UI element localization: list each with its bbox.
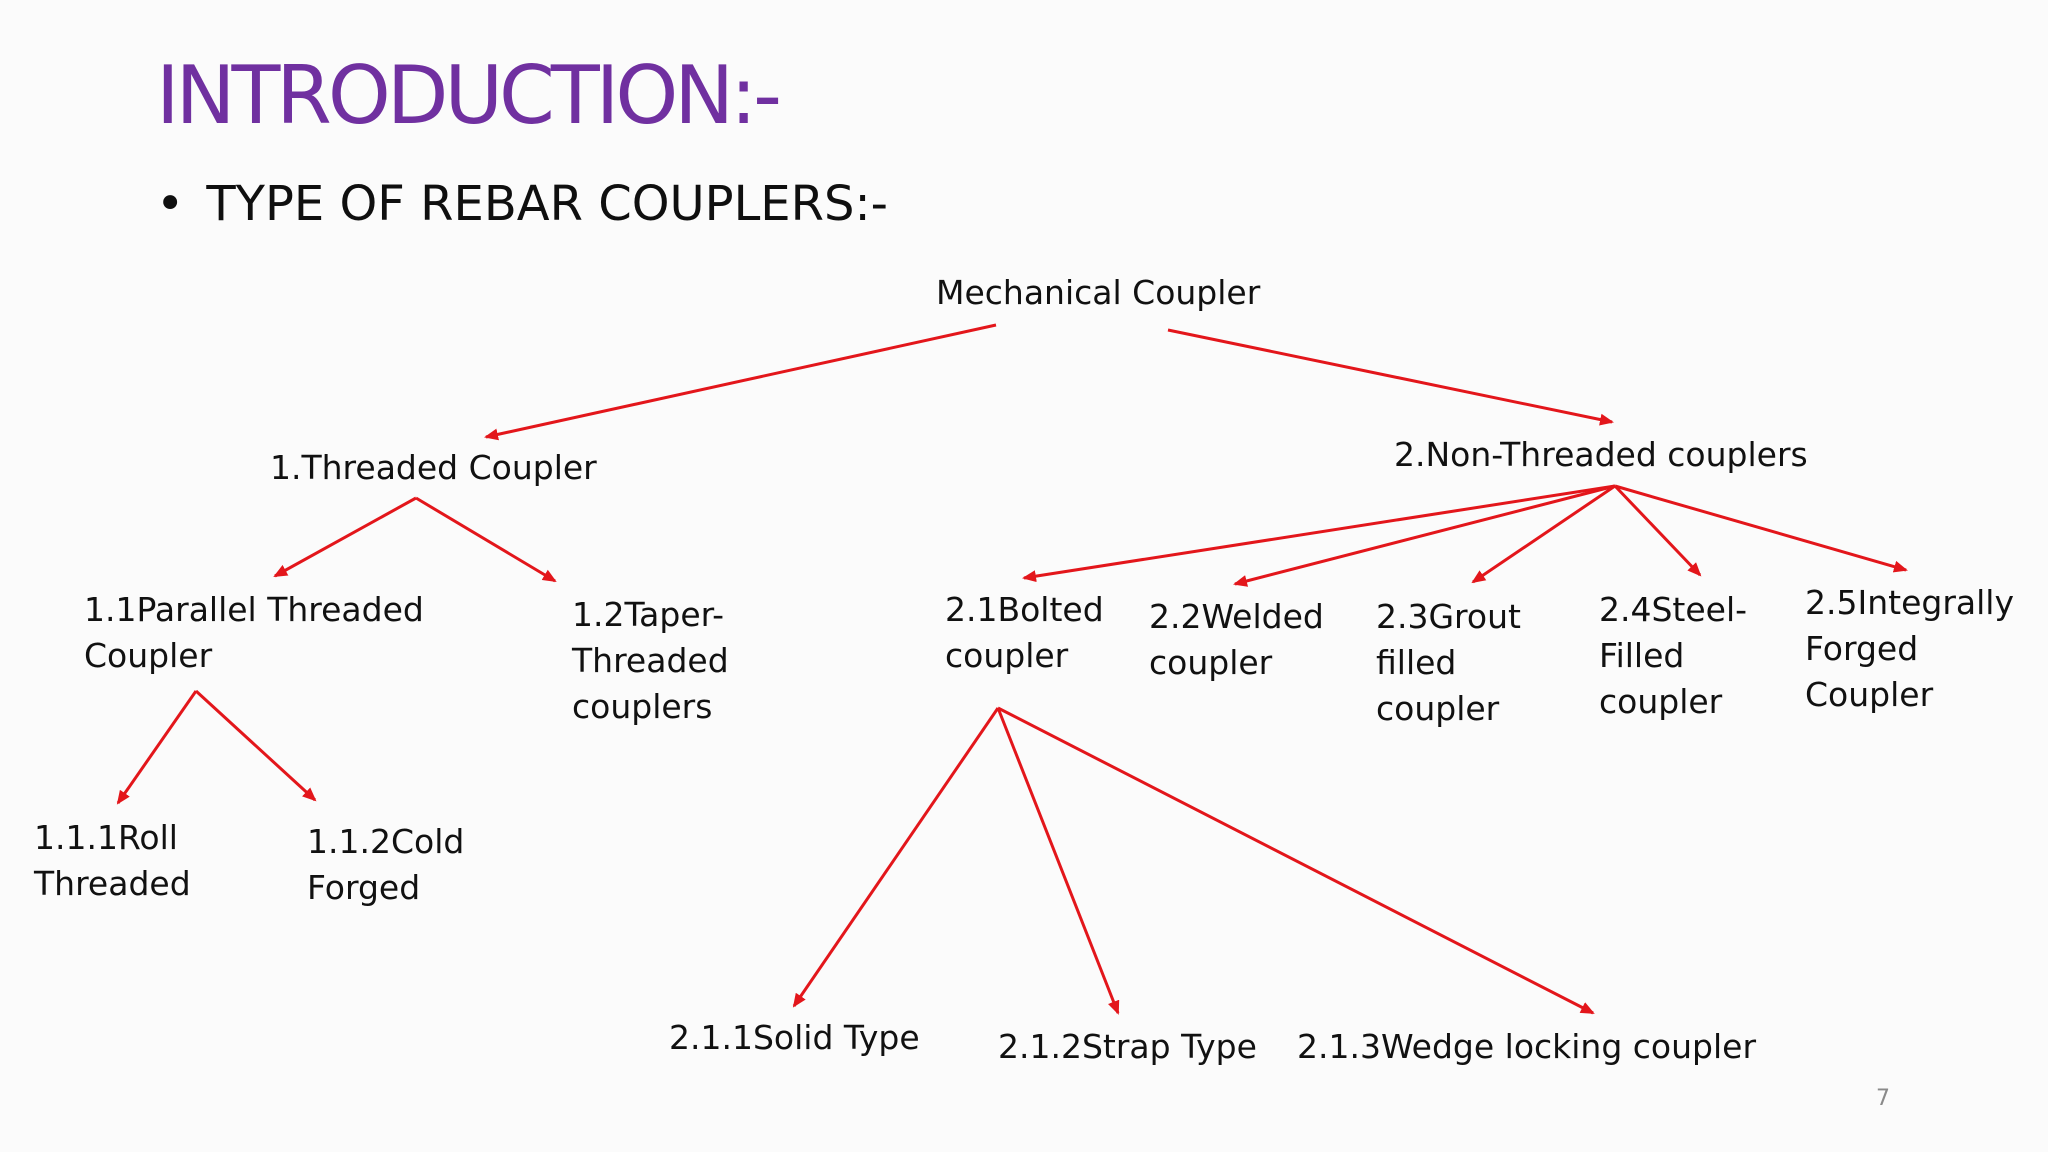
node-line: 2.5Integrally (1805, 583, 2014, 622)
node-solid-type: 2.1.1Solid Type (669, 1015, 920, 1061)
node-non-threaded: 2.Non-Threaded couplers (1394, 432, 1808, 478)
node-line: 2.4Steel- (1599, 590, 1748, 629)
node-welded-coupler: 2.2Welded coupler (1149, 594, 1324, 686)
arrow-bolted-to-solid (792, 707, 1000, 1008)
node-line: 2.3Grout (1376, 597, 1521, 636)
node-grout-filled: 2.3Grout filled coupler (1376, 594, 1521, 732)
node-line: Coupler (1805, 675, 1934, 714)
node-line: coupler (1376, 689, 1500, 728)
node-line: 2.1.3Wedge locking coupler (1297, 1027, 1757, 1066)
node-cold-forged: 1.1.2Cold Forged (307, 819, 464, 911)
node-line: Threaded (572, 641, 729, 680)
node-integrally-forged: 2.5Integrally Forged Coupler (1805, 580, 2014, 718)
node-mechanical-coupler: Mechanical Coupler (936, 270, 1260, 316)
arrow-non-threaded-to-grout (1471, 484, 1616, 584)
node-line: 2.1.1Solid Type (669, 1018, 920, 1057)
arrow-non-threaded-to-bolted (1022, 484, 1616, 583)
bullet-text: TYPE OF REBAR COUPLERS:- (206, 176, 888, 232)
node-bolted-coupler: 2.1Bolted coupler (945, 587, 1104, 679)
node-line: 1.1.2Cold (307, 822, 465, 861)
node-taper-threaded: 1.2Taper- Threaded couplers (572, 592, 729, 730)
node-line: Mechanical Coupler (936, 273, 1261, 312)
arrow-parallel-to-roll (116, 690, 198, 805)
arrow-root-to-threaded (484, 323, 997, 441)
bullet-icon: • (156, 176, 185, 232)
node-line: 2.1.2Strap Type (998, 1027, 1257, 1066)
arrow-threaded-to-parallel (273, 496, 417, 578)
node-line: 2.Non-Threaded couplers (1394, 435, 1808, 474)
node-line: 1.1Parallel Threaded (84, 590, 424, 629)
node-line: Filled (1599, 636, 1685, 675)
arrow-non-threaded-to-forged (1614, 484, 1908, 573)
slide-title: INTRODUCTION:- (156, 49, 782, 142)
node-line: Forged (307, 868, 421, 907)
node-parallel-threaded: 1.1Parallel Threaded Coupler (84, 587, 424, 679)
arrow-non-threaded-to-welded (1233, 484, 1616, 587)
node-line: Forged (1805, 629, 1919, 668)
node-threaded-coupler: 1.Threaded Coupler (270, 445, 597, 491)
node-line: filled (1376, 643, 1457, 682)
node-steel-filled: 2.4Steel- Filled coupler (1599, 587, 1747, 725)
node-line: 1.2Taper- (572, 595, 725, 634)
arrow-root-to-non-threaded (1167, 328, 1614, 426)
node-line: 1.1.1Roll (34, 818, 178, 857)
node-roll-threaded: 1.1.1Roll Threaded (34, 815, 191, 907)
bullet-item: •TYPE OF REBAR COUPLERS:- (156, 180, 888, 228)
page-number: 7 (1876, 1086, 1890, 1111)
arrow-threaded-to-taper (415, 496, 557, 583)
arrow-bolted-to-wedge (997, 706, 1595, 1015)
node-line: Coupler (84, 636, 213, 675)
node-strap-type: 2.1.2Strap Type (998, 1024, 1257, 1070)
arrow-non-threaded-to-steel (1613, 484, 1702, 577)
node-line: couplers (572, 687, 713, 726)
node-line: Threaded (34, 864, 191, 903)
node-wedge-locking: 2.1.3Wedge locking coupler (1297, 1024, 1756, 1070)
node-line: coupler (1599, 682, 1723, 721)
node-line: 2.1Bolted (945, 590, 1104, 629)
arrow-bolted-to-strap (996, 707, 1120, 1015)
node-line: 1.Threaded Coupler (270, 448, 597, 487)
arrow-parallel-to-cold (194, 689, 317, 802)
node-line: coupler (945, 636, 1069, 675)
node-line: 2.2Welded (1149, 597, 1324, 636)
node-line: coupler (1149, 643, 1273, 682)
